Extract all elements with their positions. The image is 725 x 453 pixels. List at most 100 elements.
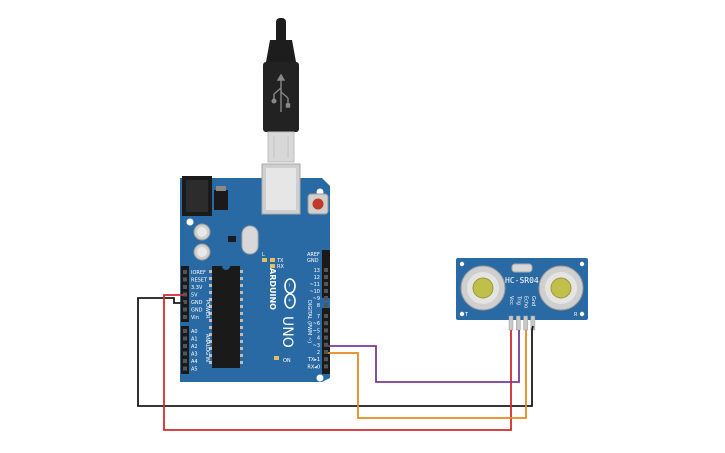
atmega-chip-pins: [209, 270, 243, 364]
power-pin[interactable]: [183, 270, 187, 274]
analog-pin[interactable]: [183, 351, 187, 356]
arduino-uno-board[interactable]: TX RX L ON − + ARDUINO UNO DIGITAL (PWM …: [180, 163, 330, 382]
on-led: [274, 356, 279, 360]
arduino-logo-text: ARDUINO: [268, 268, 277, 310]
chip-pin: [209, 312, 212, 315]
power-pin-label: 3.3V: [191, 285, 203, 291]
chip-pin: [209, 347, 212, 350]
chip-pin: [209, 354, 212, 357]
capacitor-top: [197, 227, 207, 237]
digital-pin[interactable]: [324, 350, 328, 354]
analog-pin[interactable]: [183, 336, 187, 341]
dc-power-jack-inner: [186, 180, 208, 212]
digital-pin[interactable]: [324, 364, 328, 369]
usb-cable[interactable]: [263, 18, 299, 163]
chip-pin: [209, 326, 212, 329]
chip-pin: [240, 347, 243, 350]
chip-pin: [240, 340, 243, 343]
chip-pin: [240, 319, 243, 322]
sensor-pin[interactable]: [516, 315, 521, 331]
analog-pin[interactable]: [183, 329, 187, 333]
chip-pin: [209, 291, 212, 294]
digital-pin[interactable]: [324, 342, 328, 347]
chip-pin: [240, 312, 243, 315]
digital-pin[interactable]: [324, 357, 328, 362]
analog-pin[interactable]: [183, 366, 187, 371]
svg-text:−: −: [286, 283, 292, 287]
chip-pin: [209, 305, 212, 308]
power-pin[interactable]: [183, 292, 187, 297]
power-pin-label: 5V: [191, 293, 198, 299]
chip-pin: [209, 284, 212, 287]
reset-button[interactable]: [307, 193, 329, 215]
atmega-chip-notch: [222, 266, 230, 270]
chip-pin: [209, 277, 212, 280]
wire-gnd-black[interactable]: [137, 297, 534, 407]
wire-echo-purple[interactable]: [328, 330, 520, 383]
voltage-regulator-tab: [216, 186, 226, 191]
gnd-top-label: GND: [307, 258, 319, 264]
mounting-hole: [186, 218, 194, 226]
digital-pin[interactable]: [324, 275, 328, 279]
power-pin[interactable]: [183, 277, 187, 282]
on-label: ON: [283, 358, 291, 364]
analog-pin-label: A5: [191, 367, 198, 373]
sensor-r-label: R: [574, 312, 578, 318]
arduino-logo: − +: [284, 278, 296, 309]
power-pin[interactable]: [183, 315, 187, 319]
digital-pin[interactable]: [324, 321, 328, 326]
analog-header: [181, 326, 189, 374]
digital-pin-label: ~11: [309, 282, 320, 288]
wire-5v-red[interactable]: [163, 294, 512, 431]
sensor-mounting-hole: [459, 311, 465, 317]
tx-led: [270, 258, 275, 262]
digital-pin-label: TX▸1: [307, 357, 320, 363]
digital-pin[interactable]: [324, 296, 328, 300]
wire-trig-orange[interactable]: [328, 330, 527, 419]
digital-pin[interactable]: [324, 328, 328, 333]
sensor-pin[interactable]: [508, 315, 514, 331]
chip-pin: [209, 319, 212, 322]
sensor-pin-label: Trig: [515, 295, 521, 305]
digital-pin-label: 8: [317, 303, 320, 309]
usb-cable-collar: [266, 40, 296, 62]
digital-pin[interactable]: [324, 303, 328, 307]
analog-pin-label: A0: [191, 329, 198, 335]
digital-pin-label: ~10: [309, 289, 320, 295]
power-pin[interactable]: [183, 307, 187, 312]
digital-pin[interactable]: [324, 282, 328, 286]
power-pin-label: Vin: [191, 315, 199, 321]
sensor-model-label: HC-SR04: [505, 276, 539, 285]
sensor-mounting-hole: [579, 261, 585, 267]
digital-pin-label: ~9: [313, 296, 320, 302]
digital-pin[interactable]: [324, 289, 328, 293]
power-pin[interactable]: [183, 300, 187, 304]
rx-led: [270, 264, 275, 268]
voltage-regulator: [214, 190, 228, 210]
power-pin-label: GND: [191, 308, 203, 314]
chip-pin: [209, 270, 212, 273]
digital-pin[interactable]: [324, 314, 328, 318]
crystal-oscillator: [241, 225, 259, 255]
sensor-pin[interactable]: [523, 315, 528, 331]
chip-pin: [240, 291, 243, 294]
analog-pin[interactable]: [183, 344, 187, 348]
digital-pin[interactable]: [324, 268, 328, 272]
digital-pin-label: RX◂0: [307, 364, 320, 370]
usb-icon: [271, 73, 291, 112]
capacitor-top: [197, 247, 207, 257]
receiver-transducer: [538, 265, 584, 311]
transmitter-transducer: [460, 265, 506, 311]
digital-pin-label: 2: [317, 350, 320, 356]
sensor-t-label: T: [464, 312, 469, 318]
analog-pin[interactable]: [183, 359, 187, 363]
digital-header-label: DIGITAL (PWM ~): [306, 300, 312, 343]
power-pin[interactable]: [183, 285, 187, 289]
mounting-hole: [316, 374, 324, 382]
digital-pin[interactable]: [324, 335, 328, 340]
sensor-mounting-hole: [459, 261, 465, 267]
